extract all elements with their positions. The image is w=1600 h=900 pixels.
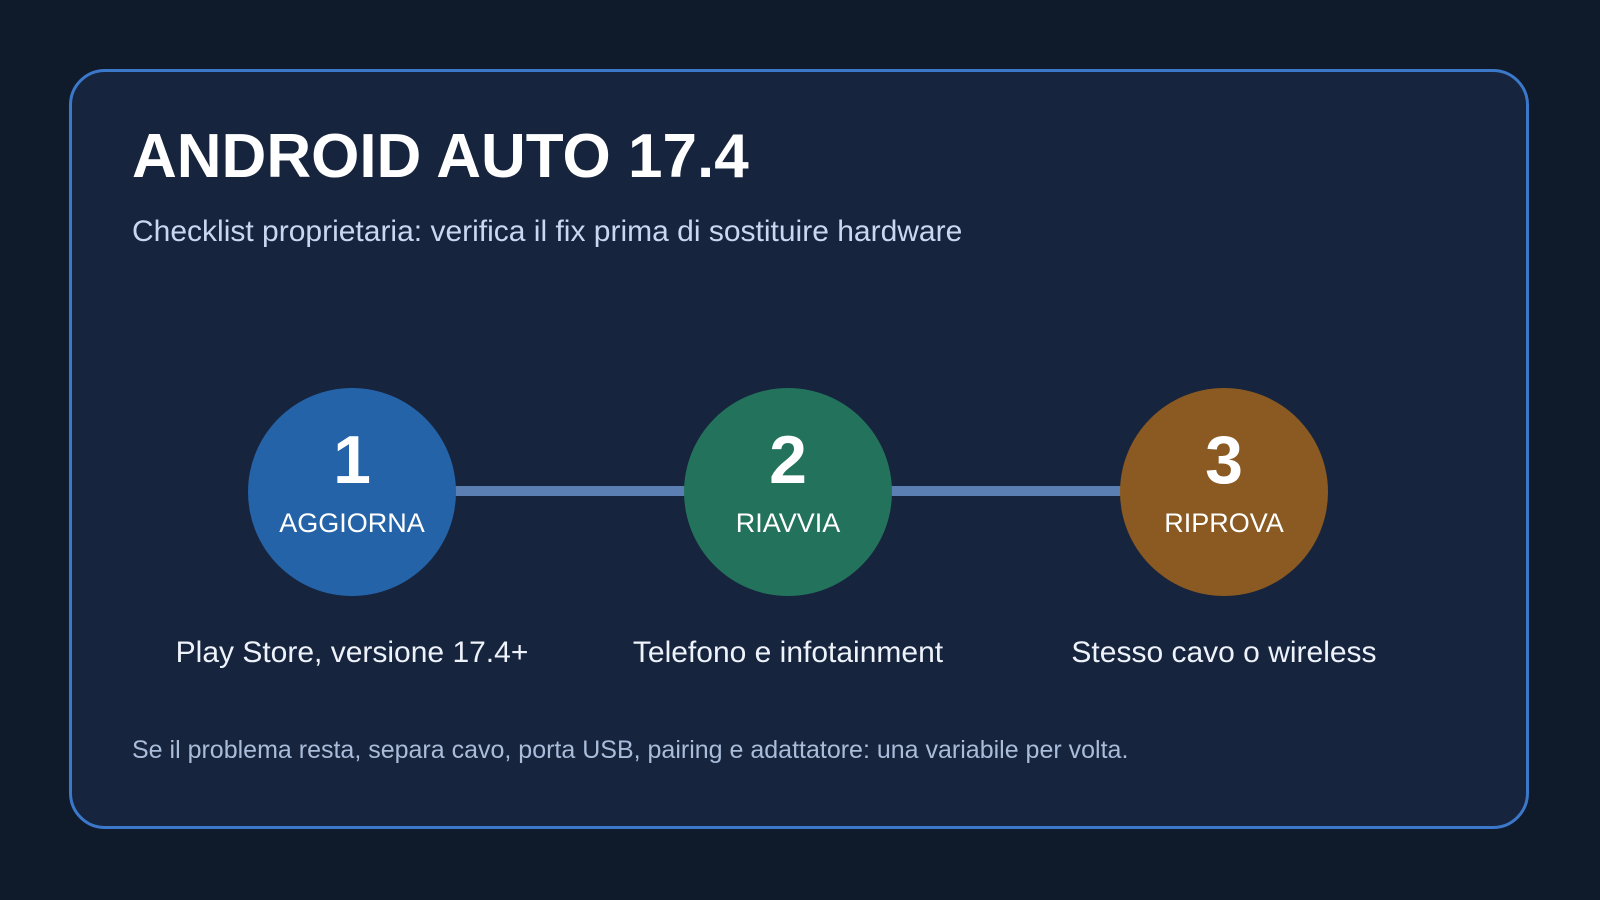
page-title: ANDROID AUTO 17.4: [132, 122, 749, 191]
step-3-label: RIPROVA: [1164, 508, 1284, 538]
page-subtitle: Checklist proprietaria: verifica il fix …: [132, 215, 963, 248]
step-2-circle: 2 RIAVVIA: [684, 388, 892, 596]
step-2-number: 2: [769, 422, 807, 498]
step-2-description: Telefono e infotainment: [632, 636, 944, 669]
step-1-description: Play Store, versione 17.4+: [175, 636, 529, 669]
step-1-label: AGGIORNA: [279, 508, 425, 538]
step-1-circle: 1 AGGIORNA: [248, 388, 456, 596]
footer-note: Se il problema resta, separa cavo, porta…: [132, 736, 1129, 764]
connector-line-2-3: [888, 486, 1128, 496]
step-1-number: 1: [333, 422, 371, 498]
step-2-label: RIAVVIA: [735, 508, 841, 538]
step-3-circle: 3 RIPROVA: [1120, 388, 1328, 596]
step-3-description: Stesso cavo o wireless: [1071, 636, 1377, 669]
step-3-number: 3: [1205, 422, 1243, 498]
connector-line-1-2: [452, 486, 692, 496]
checklist-card: ANDROID AUTO 17.4 Checklist proprietaria…: [69, 69, 1529, 829]
